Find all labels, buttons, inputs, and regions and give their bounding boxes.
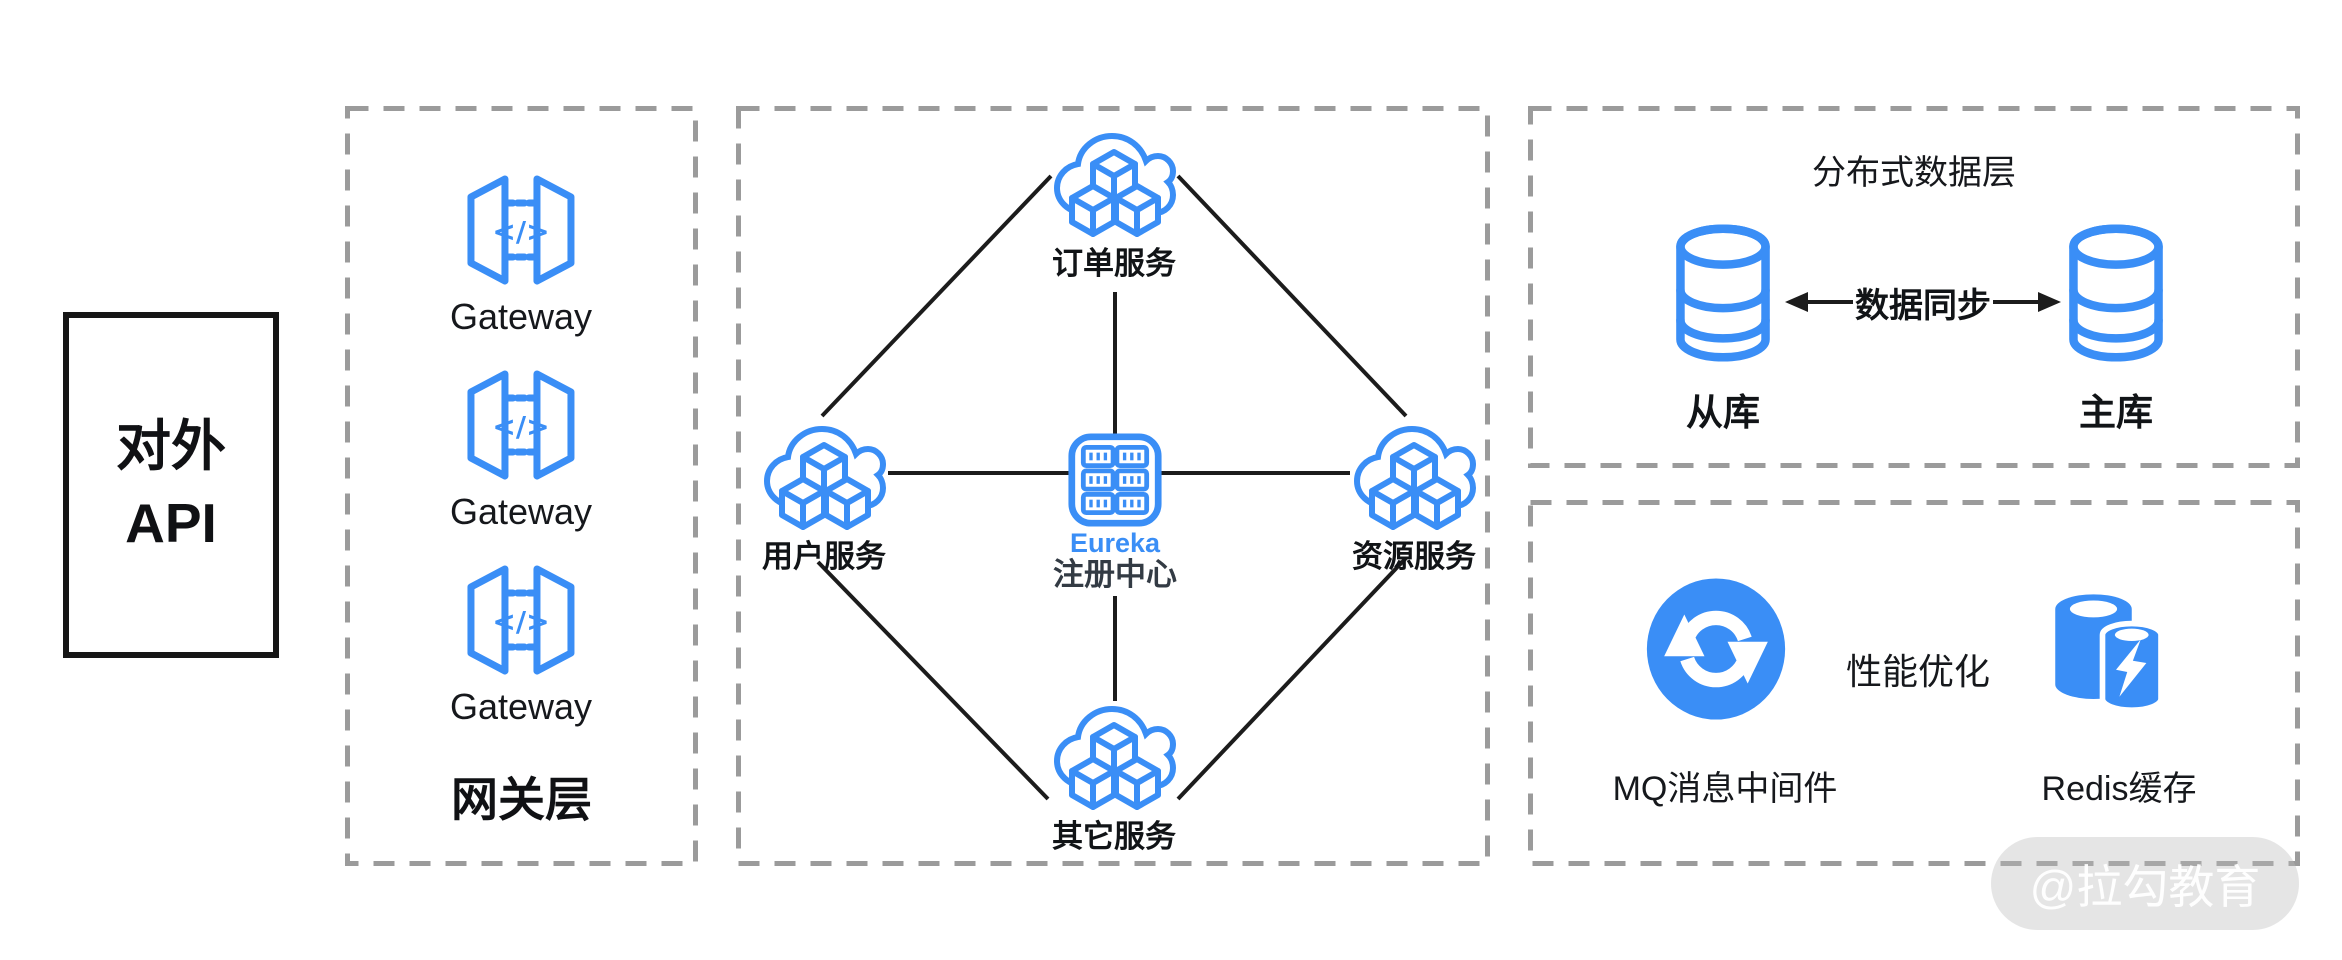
gateway-panel-border [345, 106, 698, 866]
service-label: 资源服务 [1352, 539, 1476, 574]
watermark-badge: @拉勾教育 [1991, 837, 2299, 930]
perf-panel-border [1528, 500, 2300, 866]
perf-layer-title: 性能优化 [1845, 651, 1990, 692]
cloud-service-icon [1052, 126, 1176, 244]
service-label: 订单服务 [1052, 246, 1176, 281]
registry-node-eureka: Eureka 注册中心 [1053, 432, 1177, 592]
arrow-left-icon [1785, 292, 1853, 312]
external-api-box: 对外 API [63, 312, 279, 658]
api-gateway-icon [459, 368, 583, 482]
gateway-label: Gateway [449, 296, 593, 337]
arrow-right-icon [1993, 292, 2061, 312]
db-label: 主库 [2079, 392, 2153, 433]
connector-line [816, 560, 1050, 801]
registry-label: 注册中心 [1053, 557, 1177, 592]
data-panel-border [1528, 106, 2300, 468]
cloud-service-icon [762, 419, 886, 537]
service-label: 其它服务 [1052, 819, 1176, 854]
api-box-line2: API [125, 492, 217, 554]
db-node-slave: 从库 [1671, 222, 1775, 435]
mq-label: MQ消息中间件 [1612, 770, 1838, 808]
gateway-label: Gateway [449, 491, 593, 532]
database-icon [1671, 222, 1775, 364]
gateway-label: Gateway [449, 686, 593, 727]
database-icon [2064, 222, 2168, 364]
service-node-order: 订单服务 [1052, 126, 1176, 284]
data-sync-label: 数据同步 [1855, 286, 1991, 325]
mq-sync-icon [1643, 577, 1789, 721]
redis-cache-icon [2044, 585, 2170, 715]
registry-server-icon [1067, 432, 1163, 528]
gateway-node-3: Gateway [450, 563, 592, 729]
gateway-node-2: Gateway [450, 368, 592, 534]
cloud-service-icon [1352, 419, 1476, 537]
db-node-master: 主库 [2064, 222, 2168, 435]
connector-line [1176, 174, 1408, 418]
api-box-line1: 对外 [115, 415, 226, 477]
service-panel-border [736, 106, 1490, 866]
service-node-user: 用户服务 [762, 419, 886, 577]
gateway-layer-title: 网关层 [451, 773, 592, 826]
service-node-resource: 资源服务 [1352, 419, 1476, 577]
api-gateway-icon [459, 563, 583, 677]
redis-label: Redis缓存 [2041, 770, 2197, 808]
api-gateway-icon [459, 173, 583, 287]
connector-line [1176, 556, 1408, 801]
data-layer-title: 分布式数据层 [1812, 154, 2016, 192]
db-label: 从库 [1686, 392, 1760, 433]
registry-name: Eureka [1069, 528, 1161, 558]
gateway-node-1: Gateway [450, 173, 592, 339]
connector-line [820, 174, 1053, 418]
service-node-other: 其它服务 [1052, 699, 1176, 857]
data-sync-arrow-row: 数据同步 [1783, 283, 2063, 325]
cloud-service-icon [1052, 699, 1176, 817]
service-label: 用户服务 [762, 539, 886, 574]
